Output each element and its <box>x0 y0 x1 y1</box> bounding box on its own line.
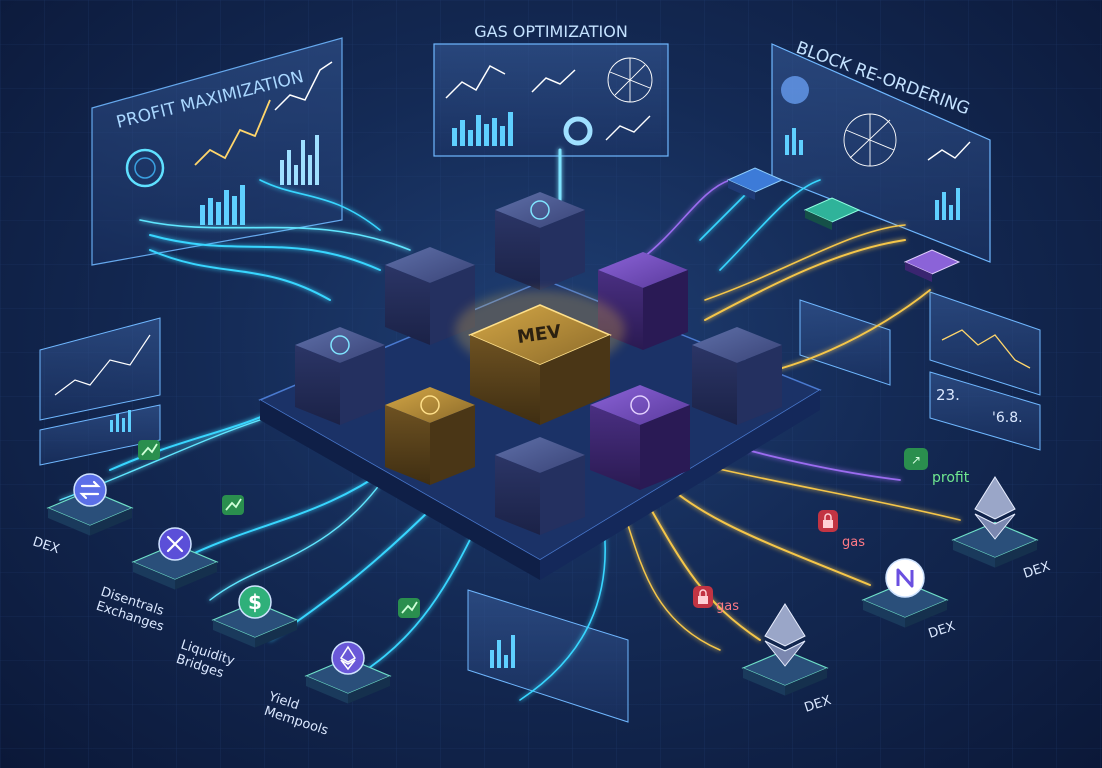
gas-tag-1: gas <box>818 510 865 550</box>
blue-cube-left <box>385 247 475 345</box>
ethereum-icon <box>331 641 365 675</box>
gold-cube-lower-left <box>385 387 475 485</box>
gas-optimization-panel: GAS OPTIMIZATION <box>433 22 669 157</box>
svg-text:↗: ↗ <box>911 453 921 467</box>
pie-chart-icon <box>781 76 809 104</box>
gauge-inner-ring <box>134 157 156 179</box>
blue-cube-far-left <box>295 327 385 425</box>
block-bar-chart <box>785 128 960 220</box>
trend-badge-3 <box>398 598 420 618</box>
bottom-center-panel <box>467 589 629 723</box>
left-side-panel <box>39 317 161 466</box>
profit-tag-label: profit <box>932 470 970 486</box>
chip-green <box>803 197 861 230</box>
gas-small-trend <box>605 115 651 141</box>
gas-tag-1-label: gas <box>842 535 865 550</box>
trend-badge-2 <box>222 495 244 515</box>
gauge-icon <box>125 148 165 188</box>
gas-network-graph <box>607 57 653 103</box>
profit-line-chart <box>194 99 271 166</box>
profit-mini-bars <box>280 135 319 185</box>
chip-blue <box>726 167 784 200</box>
chip-purple <box>903 249 961 282</box>
readout-value-2: '6.8. <box>992 410 1023 426</box>
ethereum-icon <box>764 603 806 667</box>
gas-trend-chart <box>531 69 576 93</box>
purple-cube-lower-right <box>590 385 690 490</box>
n-logo-icon <box>885 558 925 598</box>
svg-text:$: $ <box>248 590 262 614</box>
blue-cube-far-right <box>692 327 782 425</box>
dollar-icon: $ <box>238 585 272 619</box>
gas-tag-2-label: gas <box>716 599 739 614</box>
cross-arrows-icon <box>158 527 192 561</box>
right-node-1[interactable]: DEX <box>951 476 1052 582</box>
gas-optimization-title: GAS OPTIMIZATION <box>474 22 628 41</box>
profit-maximization-panel: PROFIT MAXIMIZATION <box>91 37 343 266</box>
blue-cube-bottom <box>495 437 585 535</box>
block-network-graph <box>843 113 897 167</box>
mev-core-cube: MEV <box>455 290 625 425</box>
readout-value-1: 23. <box>936 386 960 404</box>
gas-bar-chart <box>452 112 513 146</box>
gas-tag-2: gas <box>693 586 739 614</box>
profit-trend-chart <box>274 61 333 111</box>
profit-bar-chart <box>200 185 245 225</box>
trend-badge-1 <box>138 440 160 460</box>
block-trend-chart <box>927 141 971 161</box>
blue-cube-top <box>495 192 585 290</box>
swap-arrows-icon <box>73 473 107 507</box>
gas-line-chart <box>445 64 506 99</box>
gas-donut-chart <box>563 116 593 146</box>
ethereum-icon <box>974 476 1016 540</box>
left-node-1[interactable]: DEX <box>31 473 134 557</box>
profit-tag: ↗ profit <box>904 448 970 486</box>
right-node-3[interactable]: DEX <box>741 603 833 716</box>
